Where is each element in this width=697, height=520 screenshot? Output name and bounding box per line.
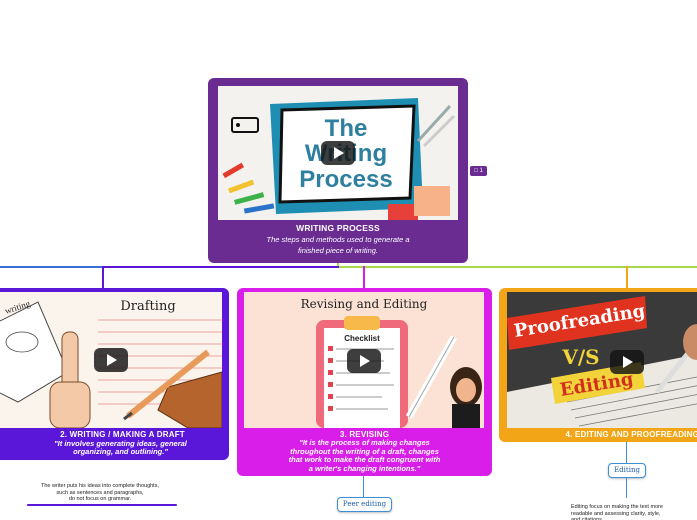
drafting-desc-line2: organizing, and outlining." [73,447,168,456]
comment-count: 1 [479,168,483,174]
drafting-desc-line1: "It involves generating ideas, general [54,439,187,448]
editing-sub-node[interactable]: Editing [608,463,646,478]
play-button[interactable] [610,350,644,374]
revising-desc-line1: "It is the process of making changes [299,438,430,447]
drafting-note: The writer puts his ideas into complete … [40,483,159,502]
revising-node-card[interactable]: Revising and Editing Checklist 3. REVISI… [237,288,492,476]
drafting-node-card[interactable]: writing Drafting 2. WRITING / MAKING A D… [0,288,229,460]
play-button[interactable] [321,141,355,165]
root-node-card[interactable]: The Writing Process WRITING PROCESS The … [208,78,468,263]
peer-editing-node[interactable]: Peer editing [337,497,392,512]
connector-horizontal-purple [102,266,339,268]
connector-revising [363,266,365,288]
connector-editing-note [626,478,627,498]
connector-horizontal-green [339,266,697,268]
drafting-video-thumbnail[interactable]: writing Drafting [0,292,222,428]
connector-editing-sub [626,442,627,463]
comment-badge[interactable]: □ 1 [470,166,487,176]
root-subtitle-line1: The steps and methods used to generate a [266,235,410,244]
drafting-title: 2. WRITING / MAKING A DRAFT [60,430,185,439]
connector-peer-editing [363,476,364,497]
connector-root [337,262,339,267]
root-subtitle-line2: finished piece of writing. [297,246,379,255]
connector-drafting [102,266,104,288]
comment-icon: □ [474,168,478,174]
play-button[interactable] [347,349,381,373]
revising-thumb-checklist: Checklist [344,334,380,343]
root-title: WRITING PROCESS [296,223,380,233]
editing-node-card[interactable]: Proofreading V/S Editing 4. EDITING AND … [499,288,697,442]
thumbnail-word-process: Process [299,166,392,193]
root-video-thumbnail[interactable]: The Writing Process [218,86,458,220]
revising-desc-line3: that work to make the draft congruent wi… [288,455,441,464]
editing-video-thumbnail[interactable]: Proofreading V/S Editing [507,292,697,428]
editing-note: Editing focus on making the text more re… [571,504,664,520]
editing-thumbnail-art: Proofreading V/S Editing [507,292,697,428]
editing-thumb-word2: V/S [561,345,599,369]
revising-video-thumbnail[interactable]: Revising and Editing Checklist [244,292,484,428]
thumbnail-word-the: The [325,115,368,142]
revising-thumb-heading: Revising and Editing [301,297,428,311]
revising-desc-line4: a writer's changing intentions." [308,463,421,473]
drafting-thumb-heading: Drafting [120,299,175,314]
revising-title: 3. REVISING [339,430,390,439]
drafting-note-underline [27,504,177,506]
play-button[interactable] [94,348,128,372]
connector-editing [626,266,628,288]
revising-desc-line2: throughout the writing of a draft, chang… [290,446,439,456]
connector-horizontal-left [0,266,103,268]
drafting-thumbnail-art: writing Drafting [0,292,222,428]
editing-title: 4. EDITING AND PROOFREADING [565,430,697,439]
